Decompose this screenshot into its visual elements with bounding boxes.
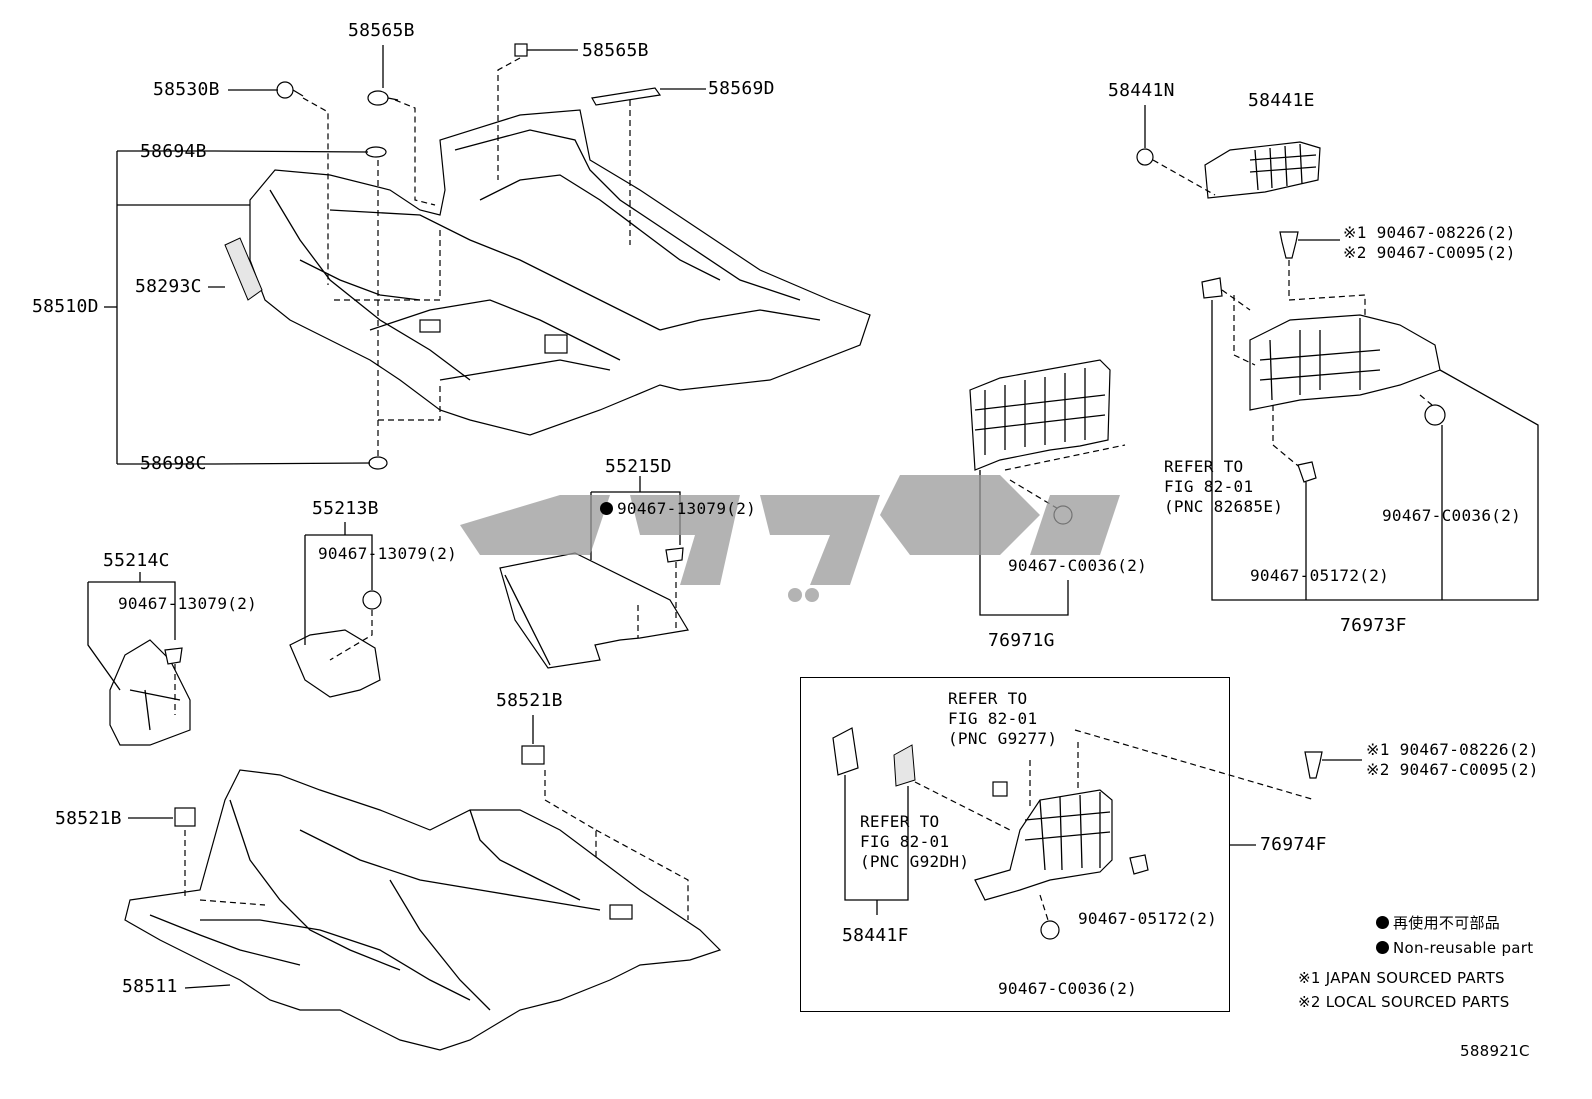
strip-58569D xyxy=(591,87,662,106)
patch-82685E xyxy=(1201,277,1223,299)
label-76973F: 76973F xyxy=(1340,615,1407,636)
patch-G9277 xyxy=(992,781,1008,797)
legend-note-1: ※1 JAPAN SOURCED PARTS xyxy=(1298,969,1505,987)
floor-carpet-58510D xyxy=(224,109,871,436)
clip-90467-C0036-top xyxy=(1424,404,1446,426)
label-76973F-clip-a: 90467-C0036(2) xyxy=(1382,506,1522,525)
label-58510D: 58510D xyxy=(32,296,99,317)
part-55214C xyxy=(109,639,191,746)
non-reusable-dot-icon xyxy=(600,502,613,515)
clip-90467-08226-right xyxy=(1304,751,1323,779)
label-58565B-top: 58565B xyxy=(348,20,415,41)
watermark-logo xyxy=(460,475,1120,602)
label-58530B: 58530B xyxy=(153,79,220,100)
label-55215D: 55215D xyxy=(605,456,672,477)
patch-58441F-a xyxy=(832,727,859,776)
clip-90467-C0036-box xyxy=(1040,920,1060,940)
clip-58698C xyxy=(368,456,388,470)
legend-dot-icon xyxy=(1376,941,1389,954)
label-58441F: 58441F xyxy=(842,925,909,946)
clip-58521B-left xyxy=(174,807,196,827)
label-58511: 58511 xyxy=(122,976,178,997)
clip-58441N xyxy=(1136,148,1154,166)
label-76971G-clip: 90467-C0036(2) xyxy=(1008,556,1148,575)
refer-G9277: REFER TO FIG 82-01 (PNC G9277) xyxy=(948,689,1058,748)
refer-82685E: REFER TO FIG 82-01 (PNC 82685E) xyxy=(1164,457,1284,516)
label-58293C: 58293C xyxy=(135,276,202,297)
label-55214C-clip: 90467-13079(2) xyxy=(118,594,258,613)
label-55215D-clip: 90467-13079(2) xyxy=(600,500,756,518)
label-clip-top-2: ※2 90467-C0095(2) xyxy=(1343,243,1516,262)
label-76974F: 76974F xyxy=(1260,834,1327,855)
label-58441E: 58441E xyxy=(1248,90,1315,111)
part-58441E xyxy=(1204,141,1321,199)
part-55213B xyxy=(289,629,381,698)
clip-58565B-top xyxy=(367,90,399,106)
label-58694B: 58694B xyxy=(140,141,207,162)
clip-58565B-right xyxy=(514,43,540,57)
label-58569D: 58569D xyxy=(708,78,775,99)
clip-55213B xyxy=(362,590,382,610)
label-clip-right-2: ※2 90467-C0095(2) xyxy=(1366,760,1539,779)
label-58565B-right: 58565B xyxy=(582,40,649,61)
label-clip-right-1: ※1 90467-08226(2) xyxy=(1366,740,1539,759)
label-76971G: 76971G xyxy=(988,630,1055,651)
label-58521B-top: 58521B xyxy=(496,690,563,711)
clip-55214C xyxy=(164,647,183,665)
legend-non-reusable-en-text: Non-reusable part xyxy=(1393,939,1534,957)
part-76971G xyxy=(969,359,1111,471)
label-58521B-left: 58521B xyxy=(55,808,122,829)
label-clip-top-1: ※1 90467-08226(2) xyxy=(1343,223,1516,242)
patch-58441F-b xyxy=(893,744,916,787)
clip-90467-05172-box xyxy=(1129,854,1149,875)
label-55214C: 55214C xyxy=(103,550,170,571)
label-58441N: 58441N xyxy=(1108,80,1175,101)
clip-58694B xyxy=(365,146,387,158)
label-55213B: 55213B xyxy=(312,498,379,519)
legend-non-reusable-jp: 再使用不可部品 xyxy=(1376,914,1500,932)
legend-note-2: ※2 LOCAL SOURCED PARTS xyxy=(1298,993,1510,1011)
label-55215D-clip-text: 90467-13079(2) xyxy=(617,499,757,518)
group-box-76974F xyxy=(800,677,1230,1012)
label-76973F-clip-b: 90467-05172(2) xyxy=(1250,566,1390,585)
part-55215D xyxy=(499,552,689,669)
part-76974F xyxy=(974,789,1113,901)
clip-58521B-top xyxy=(521,745,545,765)
clip-58530B xyxy=(276,81,304,99)
clip-55215D xyxy=(665,547,684,563)
label-box-clip-b: 90467-C0036(2) xyxy=(998,979,1138,998)
legend-non-reusable-en: Non-reusable part xyxy=(1376,939,1533,957)
label-box-clip-a: 90467-05172(2) xyxy=(1078,909,1218,928)
refer-G92DH: REFER TO FIG 82-01 (PNC G92DH) xyxy=(860,812,970,871)
floor-carpet-58511 xyxy=(124,769,722,1051)
diagram-code: 588921C xyxy=(1460,1042,1530,1060)
label-55213B-clip: 90467-13079(2) xyxy=(318,544,458,563)
legend-non-reusable-jp-text: 再使用不可部品 xyxy=(1393,914,1501,932)
part-76973F xyxy=(1249,314,1441,411)
legend-dot-icon xyxy=(1376,916,1389,929)
label-58698C: 58698C xyxy=(140,453,207,474)
clip-90467-05172-top xyxy=(1297,461,1317,483)
clip-90467-08226-top xyxy=(1279,231,1299,259)
